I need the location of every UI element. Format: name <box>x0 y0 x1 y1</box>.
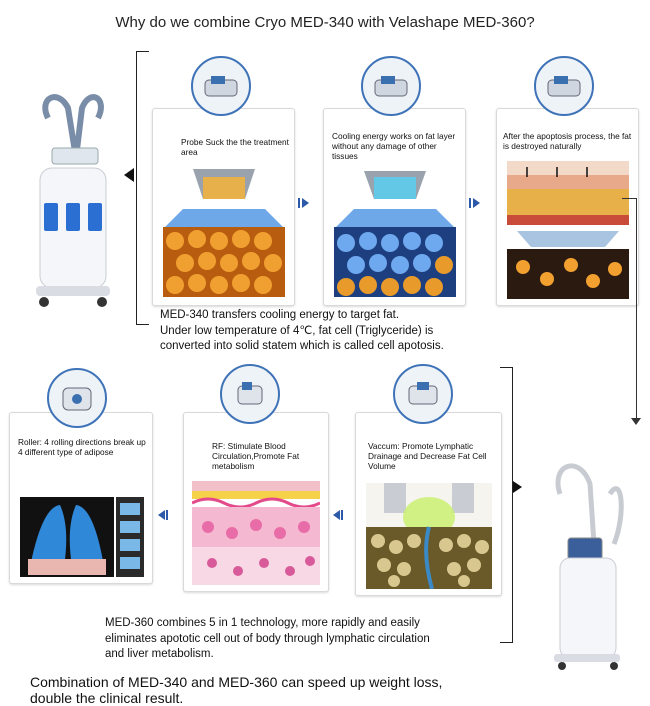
velashape-machine-image <box>554 463 624 670</box>
caption-line: MED-360 combines 5 in 1 technology, more… <box>105 617 420 629</box>
conclusion: Combination of MED-340 and MED-360 can s… <box>30 674 442 706</box>
roller-probe-icon <box>47 368 107 428</box>
connector-line <box>636 198 637 418</box>
caption-line: Under low temperature of 4℃, fat cell (T… <box>160 324 434 337</box>
card-probe-suck: Probe Suck the the treatment area <box>152 108 295 306</box>
caption-line: and liver metabolism. <box>105 648 214 660</box>
probe-icon <box>361 56 421 116</box>
top-bracket <box>136 51 149 325</box>
arrow-left-icon <box>158 510 165 520</box>
card-text: After the apoptosis process, the fat is … <box>503 131 632 151</box>
arrow-bar <box>341 510 343 520</box>
caption-bottom: MED-360 combines 5 in 1 technology, more… <box>105 616 430 663</box>
card-rf: RF: Stimulate Blood Circulation,Promote … <box>183 412 329 592</box>
page-title: Why do we combine Cryo MED-340 with Vela… <box>115 14 535 31</box>
card-apoptosis: After the apoptosis process, the fat is … <box>496 108 639 306</box>
bottom-bracket <box>500 367 513 643</box>
caption-top: MED-340 transfers cooling energy to targ… <box>160 308 444 355</box>
probe-icon <box>534 56 594 116</box>
bracket-pointer <box>513 481 522 493</box>
arrow-bar <box>166 510 168 520</box>
card-roller: Roller: 4 rolling directions break up 4 … <box>9 412 153 584</box>
card-text: Cooling energy works on fat layer withou… <box>332 131 456 161</box>
cryo-machine-image <box>36 94 110 307</box>
probe-icon <box>191 56 251 116</box>
card-vaccum: Vaccum: Promote Lymphatic Drainage and D… <box>355 412 502 596</box>
card-text: RF: Stimulate Blood Circulation,Promote … <box>212 441 300 471</box>
arrow-down-icon <box>631 418 641 425</box>
rf-illustration <box>192 481 320 585</box>
arrow-bar <box>298 198 300 208</box>
connector-line <box>622 198 636 199</box>
vaccum-illustration <box>366 483 492 589</box>
conclusion-line: Combination of MED-340 and MED-360 can s… <box>30 674 443 690</box>
apoptosis-illustration <box>507 161 629 299</box>
cooling-illustration <box>334 171 456 297</box>
fat-suction-illustration <box>163 169 285 297</box>
arrow-bar <box>469 198 471 208</box>
rf-probe-icon <box>220 364 280 424</box>
arrow-right-icon <box>473 198 480 208</box>
card-text: Probe Suck the the treatment area <box>181 137 289 157</box>
card-text: Roller: 4 rolling directions break up 4 … <box>18 437 146 457</box>
caption-line: MED-340 transfers cooling energy to targ… <box>160 309 400 321</box>
conclusion-line: double the clinical result. <box>30 690 184 706</box>
caption-line: eliminates apototic cell out of body thr… <box>105 632 430 645</box>
caption-line: converted into solid statem which is cal… <box>160 340 444 352</box>
card-cooling-energy: Cooling energy works on fat layer withou… <box>323 108 466 306</box>
roller-illustration <box>20 497 144 577</box>
arrow-left-icon <box>333 510 340 520</box>
vaccum-probe-icon <box>393 364 453 424</box>
bracket-pointer <box>124 168 134 182</box>
card-text: Vaccum: Promote Lymphatic Drainage and D… <box>368 441 487 471</box>
arrow-right-icon <box>302 198 309 208</box>
